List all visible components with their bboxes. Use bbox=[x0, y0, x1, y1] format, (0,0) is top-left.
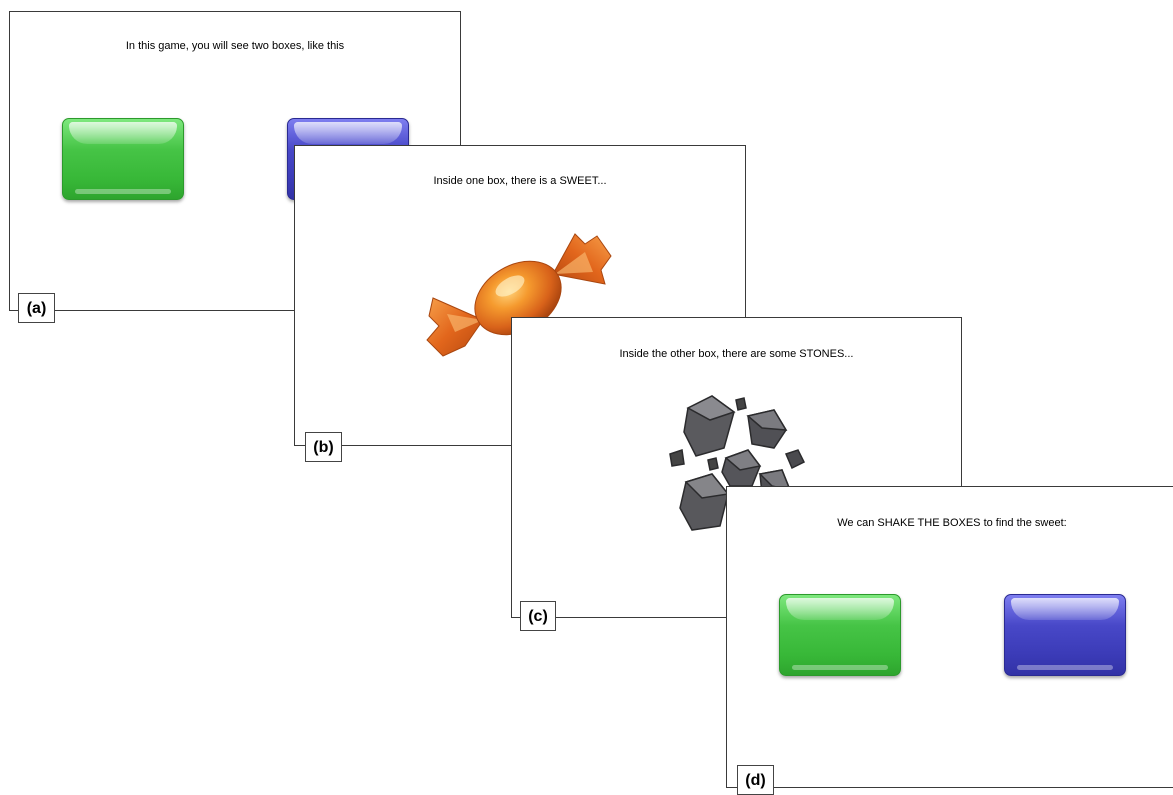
slide-b-caption: Inside one box, there is a SWEET... bbox=[433, 175, 607, 187]
slide-c-caption: Inside the other box, there are some STO… bbox=[619, 348, 854, 360]
sweet-icon bbox=[426, 233, 612, 357]
green-box-icon bbox=[62, 118, 184, 200]
green-box-icon bbox=[779, 594, 901, 676]
blue-box-icon bbox=[1004, 594, 1126, 676]
panel-label-b: (b) bbox=[305, 432, 342, 462]
slide-a-caption: In this game, you will see two boxes, li… bbox=[125, 40, 345, 52]
panel-label-a: (a) bbox=[18, 293, 55, 323]
slide-d: We can SHAKE THE BOXES to find the sweet… bbox=[726, 486, 1173, 788]
panel-label-d: (d) bbox=[737, 765, 774, 795]
slide-d-caption: We can SHAKE THE BOXES to find the sweet… bbox=[837, 517, 1067, 529]
panel-label-c: (c) bbox=[520, 601, 556, 631]
